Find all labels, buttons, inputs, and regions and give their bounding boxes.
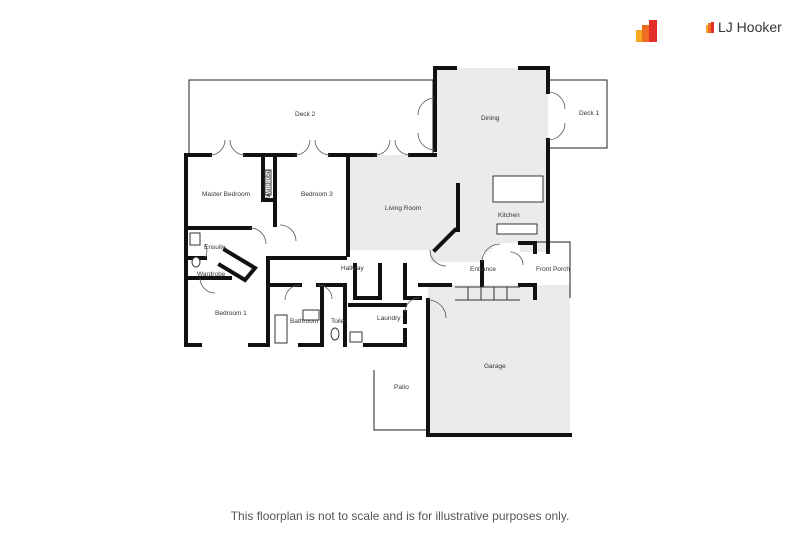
garage-floor — [428, 285, 570, 435]
kitchen-island — [492, 175, 544, 203]
bathtub — [274, 314, 288, 344]
floor-fills — [348, 68, 570, 435]
walls — [184, 66, 572, 437]
brand-mark-icon — [636, 20, 657, 42]
label-deck1: Deck 1 — [579, 110, 600, 117]
toilet-fixture — [330, 327, 340, 341]
wardrobe-rail — [264, 169, 272, 196]
door-toilet — [317, 284, 333, 300]
label-laundry: Laundry — [377, 315, 401, 322]
wall-laundry-cupboard — [353, 263, 382, 300]
door-living — [429, 249, 447, 267]
wall-wardrobe-angled — [217, 247, 259, 283]
door-living-deck — [374, 139, 391, 156]
door-dining-east — [547, 91, 566, 110]
living-floor — [348, 155, 455, 250]
fixtures — [189, 169, 544, 344]
ensuite-toilet — [191, 256, 201, 268]
label-living-room: Living Room — [385, 205, 421, 212]
garage-door — [455, 286, 520, 301]
wall-entrance-east — [518, 241, 537, 254]
wall-garage — [426, 298, 572, 437]
wall-laundry-south — [363, 328, 407, 347]
label-bathroom: Bathroom — [290, 318, 318, 325]
brand-logo — [636, 20, 660, 42]
wall-living-angle — [432, 227, 458, 253]
label-wardrobe: Wardrobe — [197, 271, 226, 278]
label-garage: Garage — [484, 363, 506, 370]
room-labels: Deck 2 Dining Deck 1 Master Bedroom Ward… — [197, 110, 600, 391]
label-front-porch: Front Porch — [536, 266, 570, 273]
door-bed1 — [199, 277, 216, 294]
label-ensuite: Ensuite — [204, 244, 226, 251]
patio-outline — [373, 370, 428, 431]
door-bed3 — [279, 224, 297, 242]
brand-mini-mark-icon — [706, 22, 714, 33]
door-ensuite — [204, 243, 208, 259]
label-bedroom1: Bedroom 1 — [215, 310, 247, 317]
label-entrance: Entrance — [470, 266, 496, 273]
door-laundry — [404, 297, 420, 313]
laundry-tub — [349, 331, 363, 343]
label-wardrobe-master: Wardrobe — [265, 169, 272, 198]
wall-garage-north-b — [518, 283, 537, 300]
label-master-bedroom: Master Bedroom — [202, 191, 250, 198]
door-dining-west — [417, 132, 436, 151]
wall-dining-north — [518, 66, 550, 94]
label-bedroom3: Bedroom 3 — [301, 191, 333, 198]
disclaimer: This floorplan is not to scale and is fo… — [230, 509, 570, 523]
vanity — [302, 309, 320, 321]
ensuite-basin — [189, 232, 201, 246]
deck1-outline — [550, 79, 608, 149]
door-garage — [427, 299, 447, 319]
brand-name: LJ Hooker — [718, 19, 782, 35]
wall-cupboard-east — [403, 263, 422, 300]
label-patio: Patio — [394, 384, 409, 391]
label-dining: Dining — [481, 115, 500, 122]
wall-west — [184, 153, 202, 347]
door-front — [509, 251, 524, 266]
door-entrance — [481, 243, 501, 263]
label-deck2: Deck 2 — [295, 111, 316, 118]
wall-wardrobe — [261, 153, 277, 202]
kitchen-bench-south — [496, 223, 538, 235]
door-swings — [199, 91, 566, 319]
door-master-deck — [209, 139, 226, 156]
door-bed3-deck — [294, 139, 311, 156]
label-hallway: Hallway — [341, 265, 365, 272]
door-master — [249, 227, 267, 245]
door-bathroom — [284, 284, 301, 301]
label-toilet: Toilet — [331, 318, 346, 325]
wall-dining-west — [433, 66, 457, 152]
label-kitchen: Kitchen — [498, 212, 520, 219]
